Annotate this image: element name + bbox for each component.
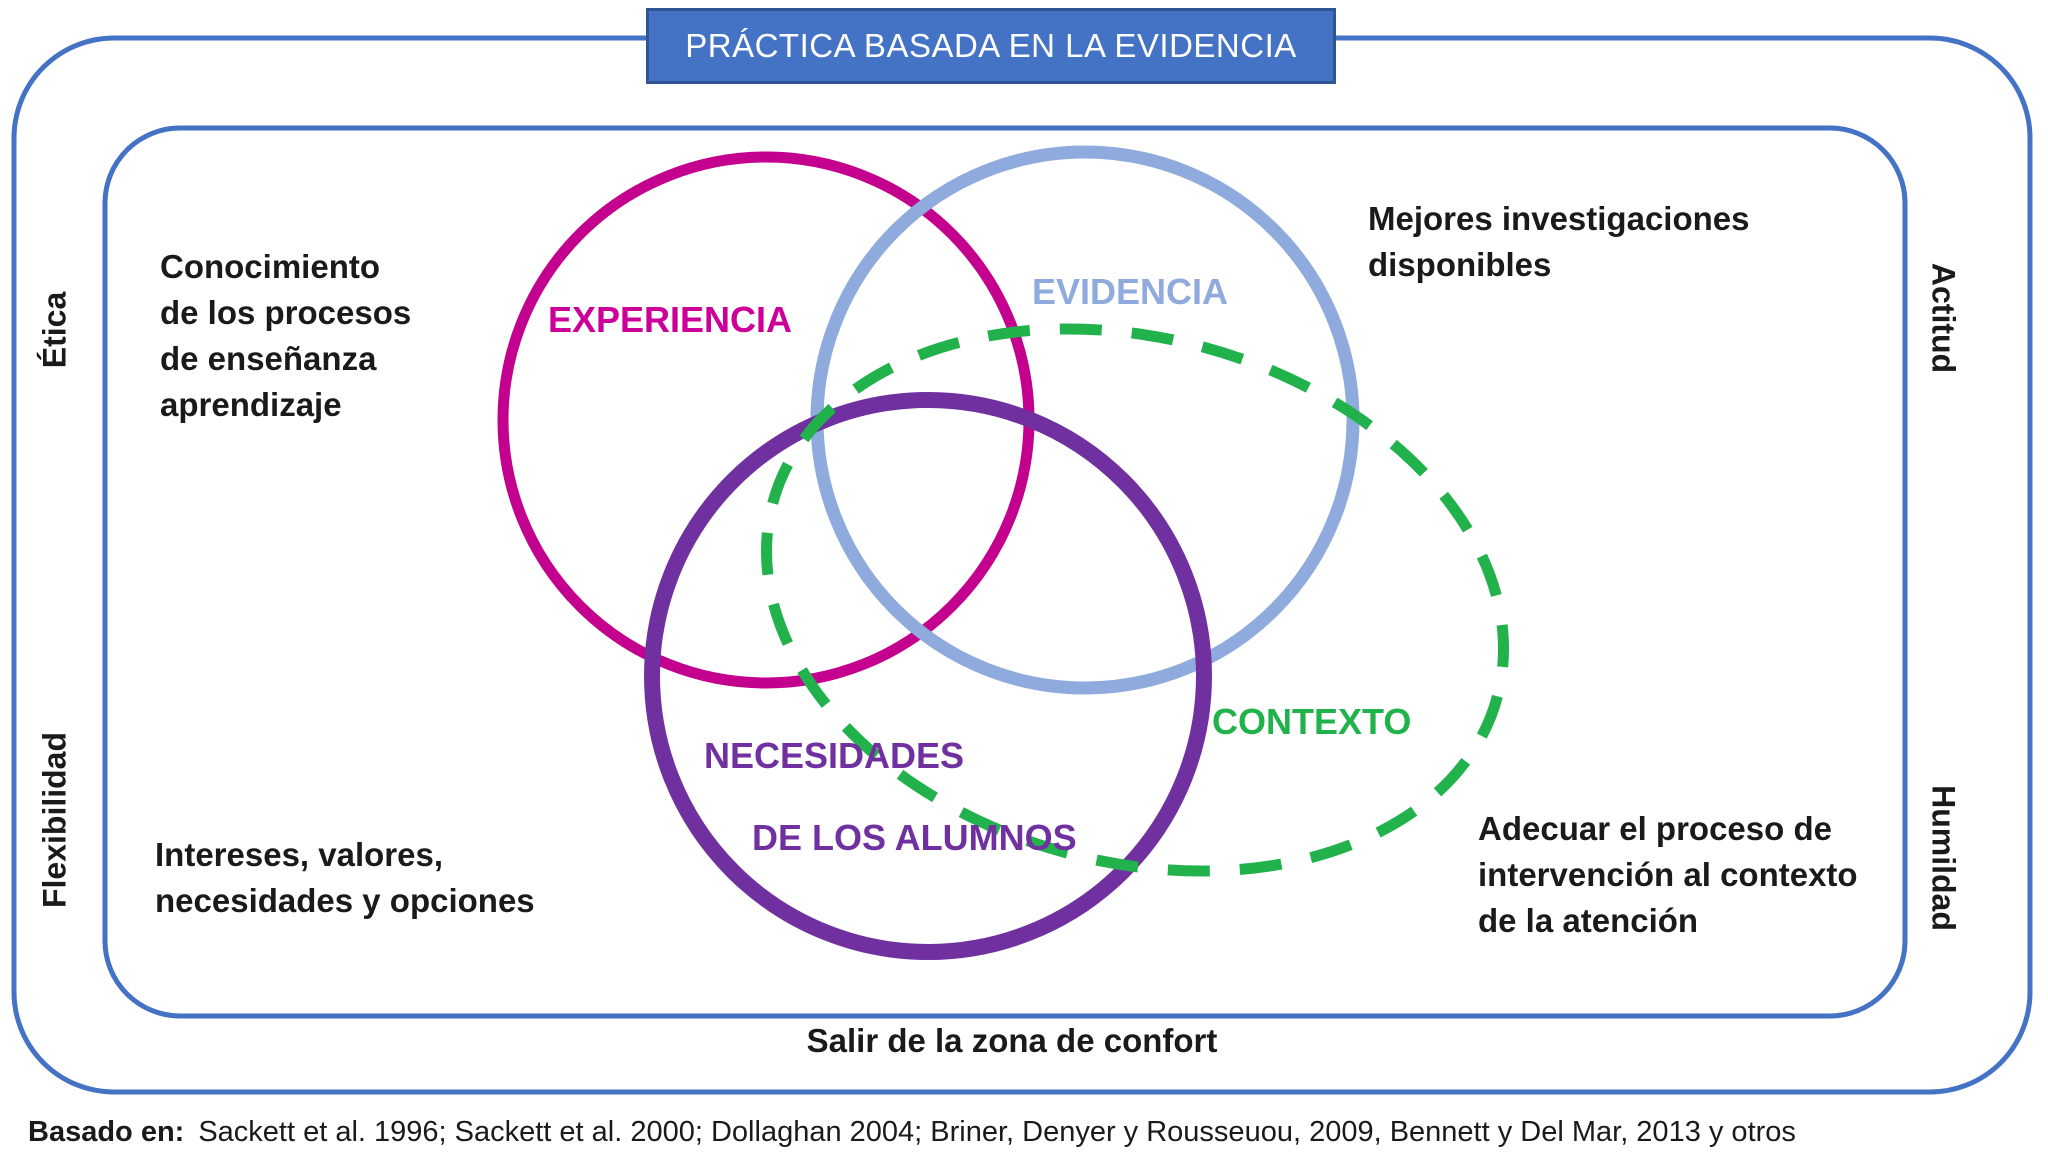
contexto-dashed-ellipse <box>760 323 1510 877</box>
edge-label-actitud: Actitud <box>1925 262 1962 374</box>
experiencia-label: EXPERIENCIA <box>548 299 793 340</box>
evidencia-label: EVIDENCIA <box>1032 271 1229 312</box>
contexto-note: Adecuar el proceso de intervención al co… <box>1478 810 1858 939</box>
citation-line: Basado en: Sackett et al. 1996; Sackett e… <box>28 1116 1796 1149</box>
contexto-label: CONTEXTO <box>1212 701 1412 742</box>
citation-text: Sackett et al. 1996; Sackett et al. 2000… <box>198 1116 1796 1148</box>
edge-label-etica: Ética <box>36 291 73 369</box>
citation-prefix: Basado en: <box>28 1116 185 1148</box>
experiencia-note: Conocimiento de los procesos de enseñanz… <box>160 248 412 423</box>
diagram-title: PRÁCTICA BASADA EN LA EVIDENCIA <box>685 27 1297 64</box>
evidencia-circle <box>810 145 1360 695</box>
necesidades-label-line1: NECESIDADES <box>704 735 965 776</box>
necesidades-note: Intereses, valores, necesidades y opcion… <box>155 836 535 919</box>
necesidades-circle <box>644 392 1212 960</box>
diagram-title-box: PRÁCTICA BASADA EN LA EVIDENCIA <box>646 8 1336 84</box>
edge-label-humildad: Humildad <box>1925 785 1962 931</box>
necesidades-label-line2: DE LOS ALUMNOS <box>752 817 1077 858</box>
edge-label-flexibilidad: Flexibilidad <box>36 731 73 909</box>
edge-label-salir: Salir de la zona de confort <box>806 1022 1218 1059</box>
evidencia-note: Mejores investigaciones disponibles <box>1368 200 1750 283</box>
experiencia-circle <box>497 151 1035 689</box>
inner-frame-rect <box>102 125 1908 1019</box>
